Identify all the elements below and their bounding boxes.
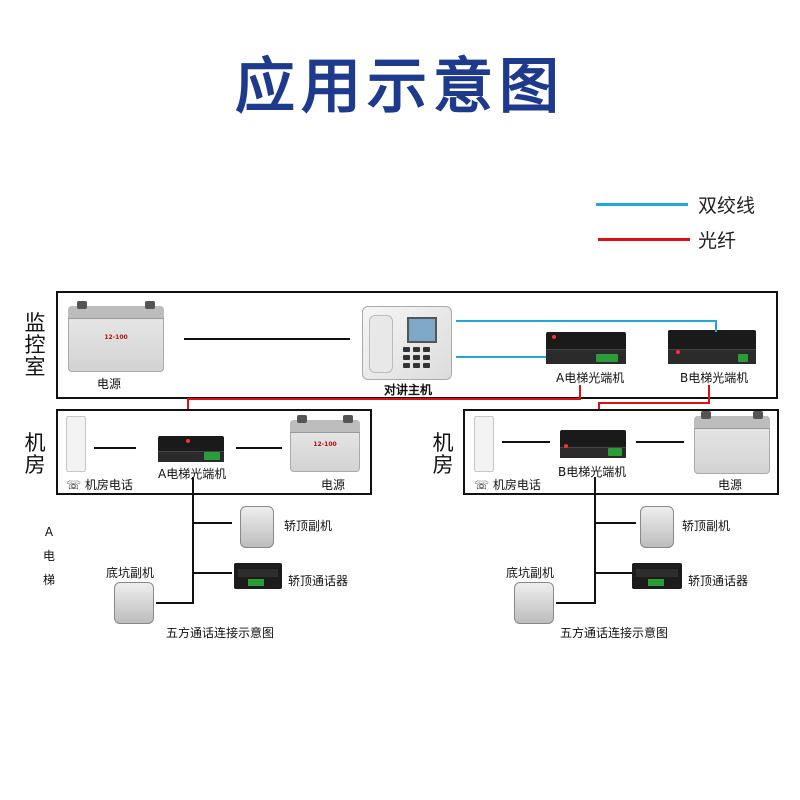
- elevator-a-label-char-2: 电: [42, 549, 55, 563]
- monitor-optic-b-icon: [668, 330, 756, 364]
- phone-b-cable: [502, 441, 550, 443]
- page-title: 应用示意图: [235, 52, 565, 122]
- elevator-a-talker-label: 轿顶通话器: [288, 574, 349, 588]
- machine-room-b-battery-icon: [694, 411, 770, 474]
- twisted-pair-intercom-to-optic-a: [456, 356, 546, 358]
- elevator-a-talker-icon: [234, 563, 282, 589]
- elevator-b-pit-sub-icon: [514, 582, 554, 624]
- machine-room-b-optic-icon: [560, 430, 626, 458]
- elevator-a-cartop-sub-icon: [240, 506, 274, 548]
- machine-room-b-label: 机房: [432, 431, 454, 477]
- monitor-power-label: 电源: [97, 377, 122, 391]
- legend-twisted-pair-swatch: [596, 203, 688, 206]
- battery-a-model-text: 12-100: [313, 441, 337, 448]
- elevator-b-talker-label: 轿顶通话器: [688, 574, 749, 588]
- elevator-a-talker-cable: [192, 572, 232, 574]
- fiber-a-horizontal: [187, 398, 581, 400]
- machine-room-a-optic-label: A电梯光端机: [158, 467, 227, 481]
- elevator-a-cartop-sub-label: 轿顶副机: [284, 519, 333, 533]
- machine-room-b-power-label: 电源: [718, 478, 743, 492]
- elevator-a-caption: 五方通话连接示意图: [166, 626, 275, 640]
- legend-fiber-label: 光纤: [698, 230, 737, 252]
- elevator-b-pit-cable: [556, 602, 596, 604]
- elevator-a-pit-label: 底坑副机: [106, 566, 155, 580]
- elevator-b-cartop-sub-label: 轿顶副机: [682, 519, 731, 533]
- elevator-a-label-char-1: A: [44, 525, 54, 539]
- machine-room-a-phone-icon: [66, 416, 86, 472]
- fiber-b-horizontal: [598, 402, 710, 404]
- elevator-a-label: A 电 梯: [42, 520, 56, 592]
- machine-room-b-phone-label: ☏ 机房电话: [474, 478, 541, 492]
- twisted-pair-intercom-to-optic-b: [456, 320, 716, 322]
- elevator-a-trunk-cable: [192, 477, 194, 603]
- monitor-optic-b-label: B电梯光端机: [680, 371, 749, 385]
- battery-model-text: 12-100: [104, 333, 128, 341]
- monitor-optic-a-icon: [546, 332, 626, 364]
- legend-fiber-swatch: [598, 238, 690, 241]
- elevator-a-pit-cable: [156, 602, 194, 604]
- machine-room-a-phone-text: 机房电话: [84, 478, 133, 492]
- power-battery-icon: 12-100: [68, 301, 164, 372]
- machine-room-a-optic-icon: [158, 436, 224, 462]
- monitor-optic-a-label: A电梯光端机: [556, 371, 625, 385]
- machine-room-a-phone-label: ☏ 机房电话: [66, 478, 133, 492]
- elevator-b-trunk-cable: [594, 477, 596, 603]
- intercom-host-label: 对讲主机: [384, 383, 433, 397]
- elevator-a-cartop-sub-cable: [192, 522, 232, 524]
- fiber-a-up: [579, 385, 581, 399]
- elevator-b-talker-icon: [632, 563, 682, 589]
- machine-room-a-label: 机房: [24, 431, 46, 477]
- fiber-b-up: [708, 385, 710, 403]
- elevator-a-pit-sub-icon: [114, 582, 154, 624]
- elevator-b-pit-label: 底坑副机: [506, 566, 555, 580]
- elevator-b-cartop-sub-icon: [640, 506, 674, 548]
- optic-a-power-cable: [236, 447, 282, 449]
- machine-room-b-optic-label: B电梯光端机: [558, 465, 627, 479]
- elevator-b-caption: 五方通话连接示意图: [560, 626, 669, 640]
- elevator-a-label-char-3: 梯: [42, 573, 55, 587]
- machine-room-b-phone-icon: [474, 416, 494, 472]
- phone-a-cable: [94, 447, 136, 449]
- monitor-room-label: 监控室: [24, 311, 46, 379]
- legend-twisted-pair-label: 双绞线: [698, 195, 756, 217]
- twisted-pair-optic-b-drop: [715, 320, 717, 332]
- optic-b-power-cable: [636, 441, 684, 443]
- elevator-b-cartop-sub-cable: [594, 522, 636, 524]
- machine-room-a-battery-icon: 12-100: [290, 415, 360, 472]
- power-to-intercom-cable: [184, 338, 350, 340]
- elevator-b-talker-cable: [594, 572, 632, 574]
- machine-room-a-power-label: 电源: [321, 478, 346, 492]
- intercom-host-icon: [362, 306, 452, 380]
- machine-room-b-phone-text: 机房电话: [492, 478, 541, 492]
